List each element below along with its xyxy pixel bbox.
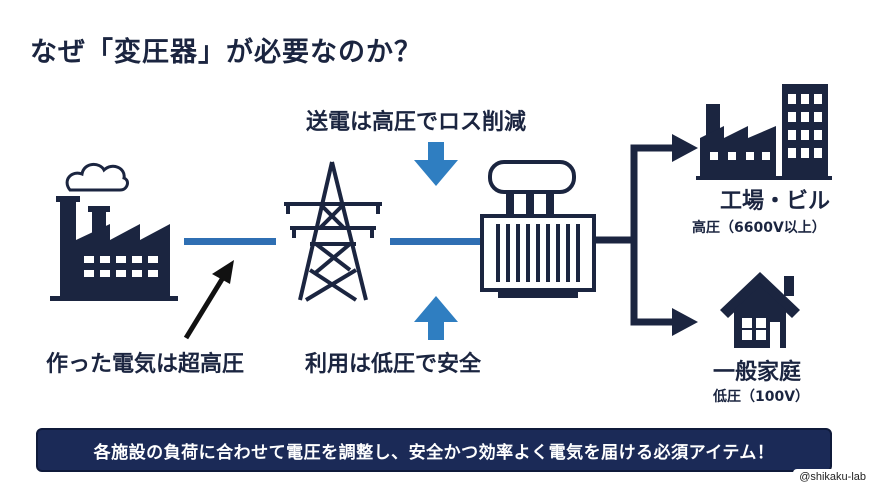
branch-arrow-bottom	[672, 308, 698, 336]
page-title: なぜ「変圧器」が必要なのか？	[30, 37, 422, 68]
house-icon	[720, 272, 800, 348]
branch-lines	[594, 144, 676, 326]
label-factory: 工場・ビル	[720, 189, 831, 214]
factory-building-icon	[696, 84, 832, 180]
branch-arrow-top	[672, 134, 698, 162]
power-plant-icon	[50, 163, 178, 301]
label-home: 一般家庭	[713, 360, 802, 385]
arrow-down-icon	[414, 142, 458, 186]
label-home-voltage: 低圧（100V）	[713, 389, 810, 405]
transmission-tower-icon	[284, 161, 382, 302]
summary-banner: 各施設の負荷に合わせて電圧を調整し、安全かつ効率よく電気を届ける必須アイテム！	[36, 428, 832, 472]
transformer-icon	[480, 160, 596, 298]
power-line-1	[184, 238, 276, 245]
label-factory-voltage: 高圧（6600V以上）	[692, 220, 826, 236]
credit-watermark: @shikaku-lab	[793, 469, 872, 485]
label-transmission-high-voltage: 送電は高圧でロス削減	[306, 110, 527, 135]
arrow-up-icon	[414, 296, 458, 340]
label-generation-voltage: 作った電気は超高圧	[46, 352, 245, 377]
power-line-2	[390, 238, 482, 245]
pointer-arrow	[183, 260, 234, 340]
label-usage-low-voltage: 利用は低圧で安全	[305, 352, 482, 377]
summary-banner-text: 各施設の負荷に合わせて電圧を調整し、安全かつ効率よく電気を届ける必須アイテム！	[93, 442, 775, 463]
